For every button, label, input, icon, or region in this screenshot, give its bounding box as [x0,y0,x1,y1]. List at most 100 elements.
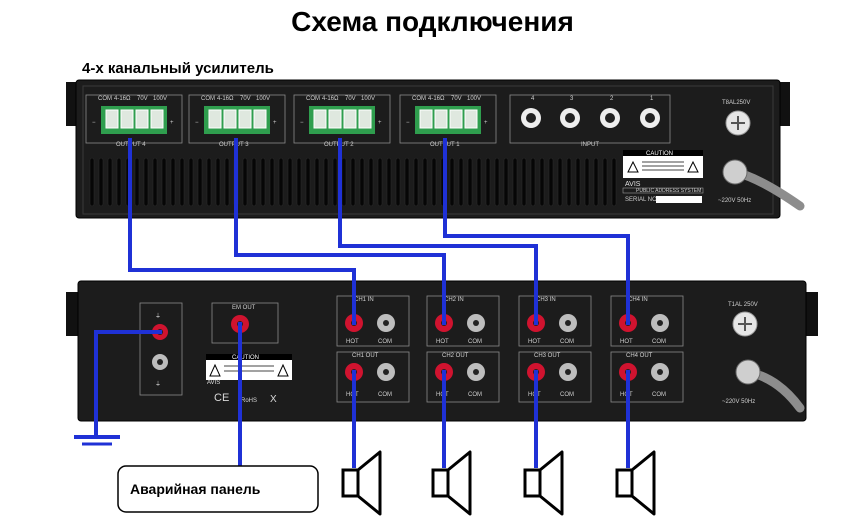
vent-slot [368,157,374,207]
com-label: COM [652,392,666,398]
vent-slot [422,157,428,207]
vent-slot [395,157,401,207]
ch4-out-com-jack[interactable] [651,363,669,381]
vent-slot [296,157,302,207]
ch3-in-com-jack[interactable] [559,314,577,332]
sel-power-cord [735,359,805,413]
vent-slot [242,157,248,207]
ch1-in-com-jack[interactable] [377,314,395,332]
earth-ground-icon [74,435,120,446]
minus-mark: − [406,120,410,126]
vent-slot [386,157,392,207]
wire-output2-to-ch3 [338,138,538,325]
ch1-out-com-jack[interactable] [377,363,395,381]
sel-fuse-holder[interactable] [732,311,758,337]
emergency-panel-label: Аварийная панель [130,481,261,497]
vent-slot [566,157,572,207]
ch4-in-label: CH4 IN [628,297,648,303]
vent-slot [332,157,338,207]
speaker-2-icon [431,450,472,516]
vent-slot [260,157,266,207]
tap-label: 70V [137,96,148,102]
ch3-out-label: CH3 OUT [534,353,561,359]
sel-power-label: ~220V 50Hz [722,399,755,405]
amp-output-2: COM 4-16Ω 70V 100V − + OUTPUT 2 [293,94,391,148]
ground-jack-com[interactable] [152,354,168,370]
amp-brand: AVIS [625,181,641,188]
speaker-4-icon [615,450,656,516]
vent-slot [449,157,455,207]
vent-slot [521,157,527,207]
tap-label: COM [201,96,215,102]
tap-label: 100V [361,96,375,102]
vent-slot [377,157,383,207]
minus-mark: − [195,120,199,126]
ch4-out-label: CH4 OUT [626,353,653,359]
em-out-label: EM OUT [232,305,256,311]
vent-slot [278,157,284,207]
ch2-out-com-jack[interactable] [467,363,485,381]
vent-slot [188,157,194,207]
plus-mark: + [170,120,174,126]
ch2-out-label: CH2 OUT [442,353,469,359]
vent-slot [134,157,140,207]
vent-slot [206,157,212,207]
ground-symbol-icon: ⏚ [155,313,161,320]
amplifier-caption: 4-х канальный усилитель [82,60,274,77]
input-number: 1 [650,96,654,102]
vent-slot [251,157,257,207]
vent-slot [143,157,149,207]
vent-slot [287,157,293,207]
hot-label: HOT [346,339,359,345]
amp-input-frame [509,94,671,144]
amp-output-3: COM 4-16Ω 70V 100V − + OUTPUT 3 [188,94,286,148]
amp-fuse-holder[interactable] [725,110,751,136]
amp-power-cord [722,159,805,211]
vent-slot [269,157,275,207]
sel-fuse-label: T1AL 250V [728,302,758,308]
vent-slot [197,157,203,207]
com-label: COM [468,339,482,345]
input-number: 2 [610,96,614,102]
selector-caution-title: CAUTION [232,355,259,361]
com-label: COM [560,339,574,345]
vent-slot [548,157,554,207]
com-label: COM [378,392,392,398]
ce-mark: CE [214,392,229,404]
hot-label: HOT [528,339,541,345]
tap-label: COM [412,96,426,102]
input-number: 4 [531,96,535,102]
ch2-in-com-jack[interactable] [467,314,485,332]
vent-slot [530,157,536,207]
amp-output-4: COM 4-16Ω 70V 100V − + OUTPUT 4 [85,94,183,148]
amp-output-4-frame [85,94,183,144]
input-jack-1[interactable] [640,108,660,128]
input-jack-2[interactable] [600,108,620,128]
com-label: COM [378,339,392,345]
amp-input-section: 4 3 2 1 INPUT [509,94,671,148]
com-label: COM [468,392,482,398]
vent-slot [575,157,581,207]
vent-slot [323,157,329,207]
vent-slot [350,157,356,207]
vent-slot [485,157,491,207]
terminal-screws [419,109,478,129]
vent-slot [224,157,230,207]
amp-output-1-frame [399,94,497,144]
vent-slot [404,157,410,207]
amp-chassis-inner [82,85,774,215]
vent-slot [170,157,176,207]
ch4-in-com-jack[interactable] [651,314,669,332]
vent-slot [359,157,365,207]
rohs-mark: RoHS [241,398,257,404]
sel-rack-ear-left [66,292,80,336]
input-jack-4[interactable] [521,108,541,128]
vent-slot [557,157,563,207]
wire-output1-to-ch4 [443,138,630,325]
com-label: COM [652,339,666,345]
tap-label: 100V [153,96,167,102]
terminal-screws [105,109,164,129]
vent-slot [107,157,113,207]
ch3-out-com-jack[interactable] [559,363,577,381]
input-jack-3[interactable] [560,108,580,128]
